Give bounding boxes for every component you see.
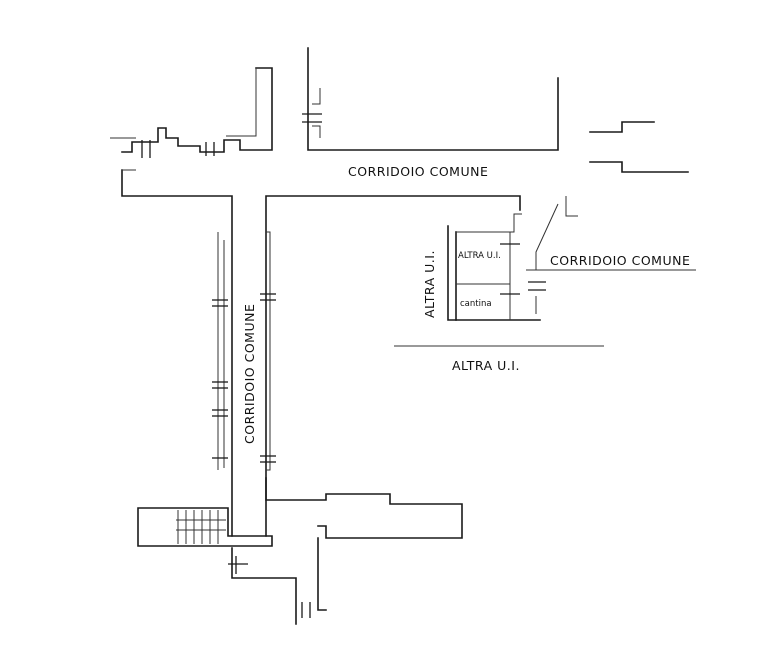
label-altra-ui-vertical: ALTRA U.I. bbox=[422, 250, 437, 318]
wall-top-right bbox=[589, 121, 689, 173]
corridor-vertical bbox=[212, 231, 276, 471]
label-corridor-vertical: CORRIDOIO COMUNE bbox=[242, 304, 257, 444]
wall-bottom bbox=[137, 477, 463, 625]
label-corridor-right: CORRIDOIO COMUNE bbox=[550, 253, 690, 268]
rooms-right bbox=[394, 196, 696, 347]
wall-top-left bbox=[110, 67, 273, 158]
corridor-horizontal bbox=[121, 169, 521, 537]
label-cantina: cantina bbox=[460, 299, 492, 309]
label-altra-ui-bottom: ALTRA U.I. bbox=[452, 358, 520, 373]
label-altra-ui-room: ALTRA U.I. bbox=[458, 251, 501, 261]
staircase-hatch bbox=[176, 510, 226, 544]
wall-top-center bbox=[302, 47, 559, 151]
label-corridor-top: CORRIDOIO COMUNE bbox=[348, 164, 488, 179]
